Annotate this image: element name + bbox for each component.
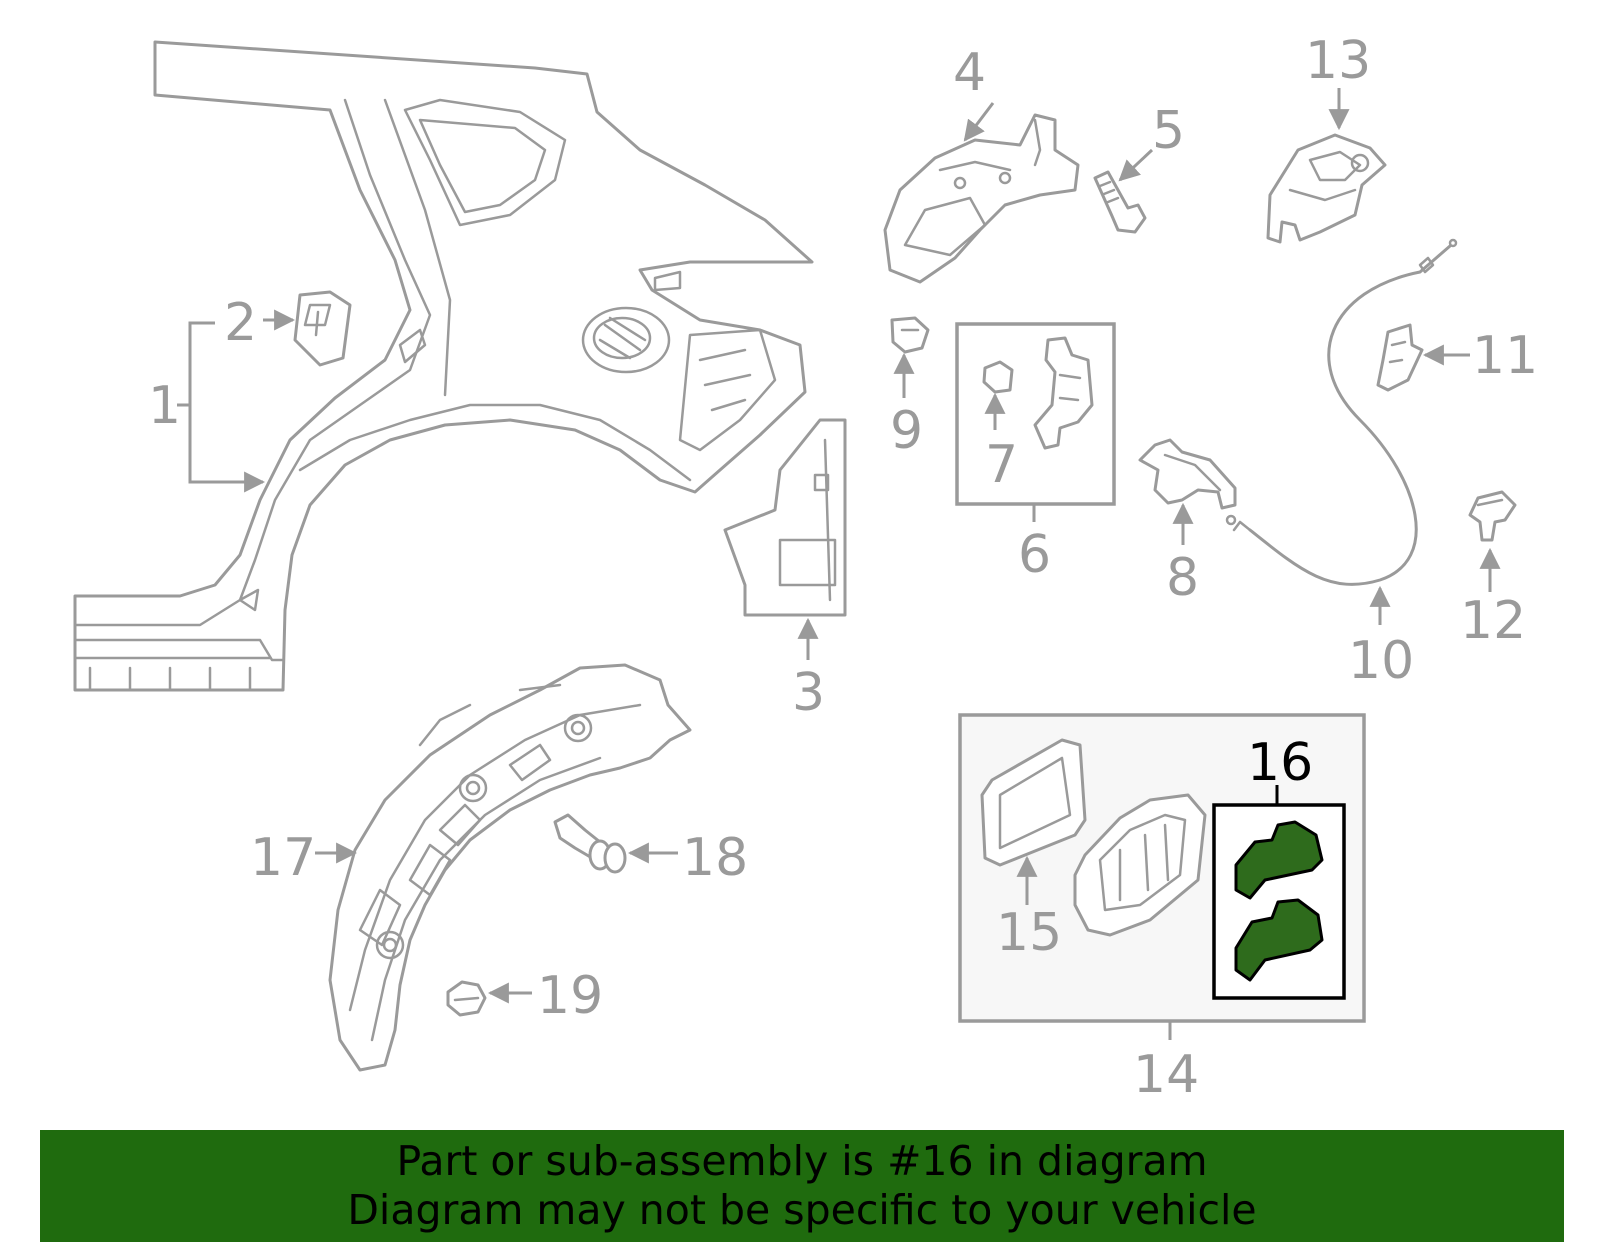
box-6-assembly	[955, 322, 1116, 506]
callout-7: 7	[985, 435, 1018, 495]
box-16-highlighted	[1212, 803, 1346, 1000]
callout-3: 3	[792, 663, 825, 723]
part-4-fuel-door-housing	[883, 113, 1080, 284]
callout-9: 9	[890, 401, 923, 461]
callout-16: 16	[1247, 733, 1313, 793]
part-8-actuator	[1138, 438, 1237, 510]
part-19-nut	[446, 980, 487, 1017]
part-3-corner-brace	[723, 418, 847, 617]
callout-19: 19	[537, 966, 603, 1026]
part-2-bracket	[293, 290, 352, 367]
part-13-opener	[1266, 133, 1387, 244]
part-9-nut	[890, 316, 930, 354]
part-11-clip	[1376, 323, 1424, 392]
callout-12: 12	[1460, 591, 1526, 651]
callout-15: 15	[996, 903, 1062, 963]
callout-10: 10	[1348, 631, 1414, 691]
callout-1: 1	[148, 376, 181, 436]
callout-4: 4	[953, 43, 986, 103]
banner-line-disclaimer: Diagram may not be specific to your vehi…	[347, 1186, 1257, 1234]
part-17-liner	[328, 663, 692, 1072]
callout-18: 18	[682, 828, 748, 888]
part-18-push-clip	[553, 813, 627, 874]
banner-line-part: Part or sub-assembly is #16 in diagram	[396, 1137, 1208, 1185]
part-1-quarter-panel	[73, 40, 814, 692]
callout-numbers: 1 2 3 4 5 6 7 8 9 10 11 12 13 14 15 16 1…	[148, 31, 1538, 1105]
part-12-grommet	[1468, 490, 1517, 542]
callout-8: 8	[1166, 548, 1199, 608]
callout-13: 13	[1305, 31, 1371, 91]
callout-11: 11	[1472, 326, 1538, 386]
part-5-bolt	[1093, 170, 1147, 234]
leader-lines	[177, 88, 1501, 1040]
callout-14: 14	[1133, 1045, 1199, 1105]
callout-6: 6	[1018, 525, 1051, 585]
callout-17: 17	[250, 828, 316, 888]
part-10-cable	[1225, 238, 1458, 586]
callout-2: 2	[224, 293, 257, 353]
info-banner: Part or sub-assembly is #16 in diagram D…	[40, 1130, 1564, 1242]
callout-5: 5	[1152, 101, 1185, 161]
